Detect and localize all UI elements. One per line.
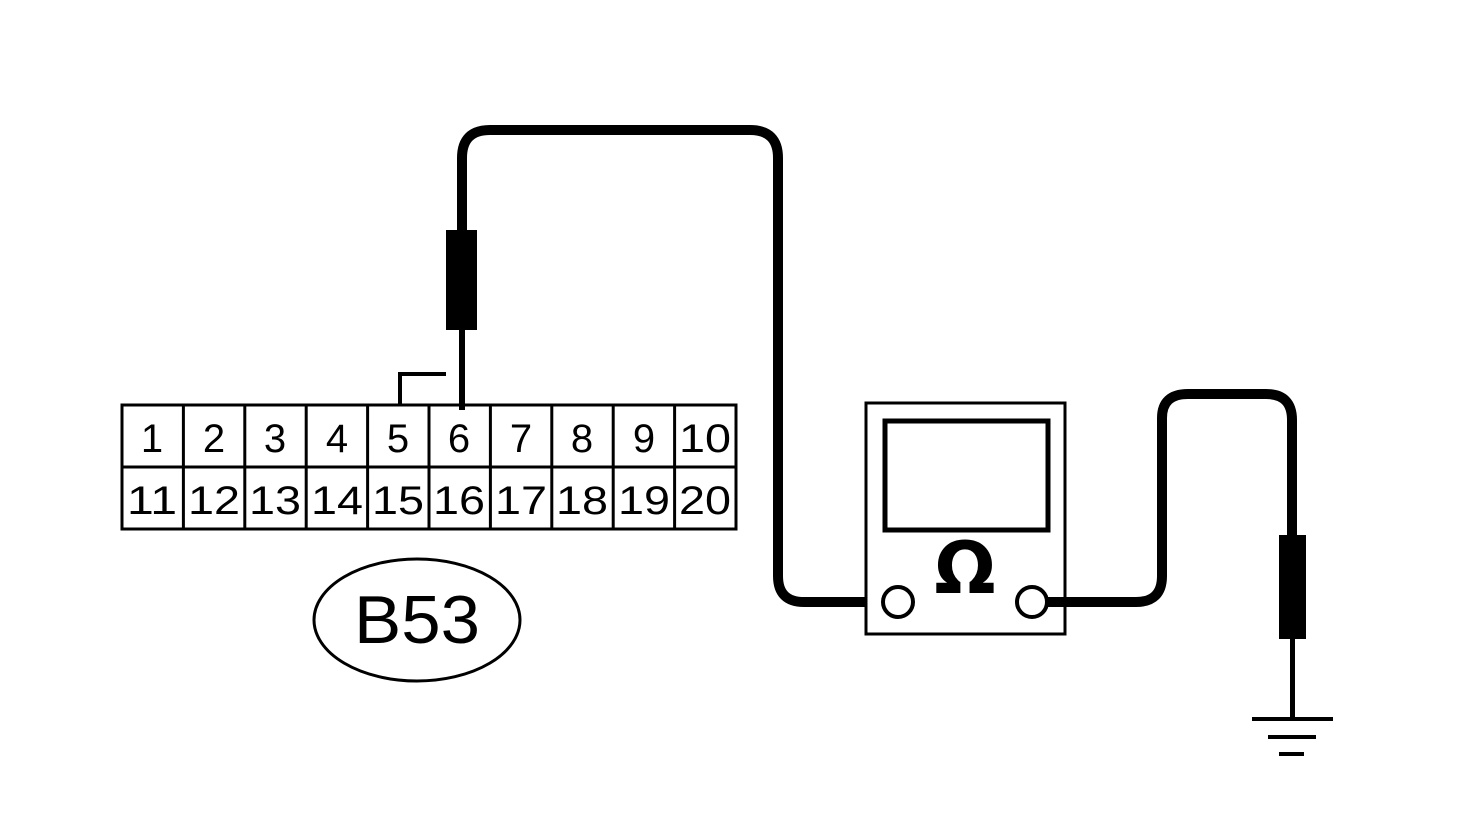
probe-handle-positive xyxy=(446,230,477,330)
ground-icon xyxy=(1252,717,1333,756)
meter-ohm-symbol: Ω xyxy=(934,526,995,610)
connector-pin-dividers xyxy=(181,405,677,529)
pin-15: 15 xyxy=(372,479,424,523)
pin-19: 19 xyxy=(618,479,670,523)
meter-terminal-left xyxy=(881,585,915,619)
connector-b53: 1 2 3 4 5 6 7 8 9 10 11 12 13 14 15 16 1… xyxy=(120,372,738,531)
pin-5: 5 xyxy=(387,417,409,461)
pin-5-marker xyxy=(398,372,446,405)
connector-id-badge: B53 xyxy=(312,557,522,683)
pin-16: 16 xyxy=(433,479,485,523)
pin-17: 17 xyxy=(495,479,547,523)
ohmmeter-icon: Ω xyxy=(864,401,1067,636)
pin-20: 20 xyxy=(679,479,731,523)
pin-7: 7 xyxy=(510,417,532,461)
pin-3: 3 xyxy=(264,417,286,461)
meter-terminal-right xyxy=(1015,585,1049,619)
pin-9: 9 xyxy=(633,417,655,461)
probe-handle-ground xyxy=(1279,535,1306,639)
pin-11: 11 xyxy=(127,479,177,523)
pin-14: 14 xyxy=(311,479,363,523)
pin-1: 1 xyxy=(141,417,163,461)
pin-10: 10 xyxy=(679,417,731,461)
pin-4: 4 xyxy=(326,417,348,461)
connector-id-oval xyxy=(312,557,522,683)
pin-18: 18 xyxy=(556,479,608,523)
pin-13: 13 xyxy=(249,479,301,523)
pin-6: 6 xyxy=(448,417,470,461)
pin-12: 12 xyxy=(188,479,240,523)
test-lead-ground xyxy=(1048,389,1297,607)
connector-id-label: B53 xyxy=(354,582,480,658)
probe-tip-ground xyxy=(1290,637,1295,717)
test-lead-positive xyxy=(457,125,882,607)
pin-2: 2 xyxy=(203,417,225,461)
probe-tip-positive xyxy=(459,328,465,410)
pin-8: 8 xyxy=(571,417,593,461)
meter-display xyxy=(882,418,1051,533)
